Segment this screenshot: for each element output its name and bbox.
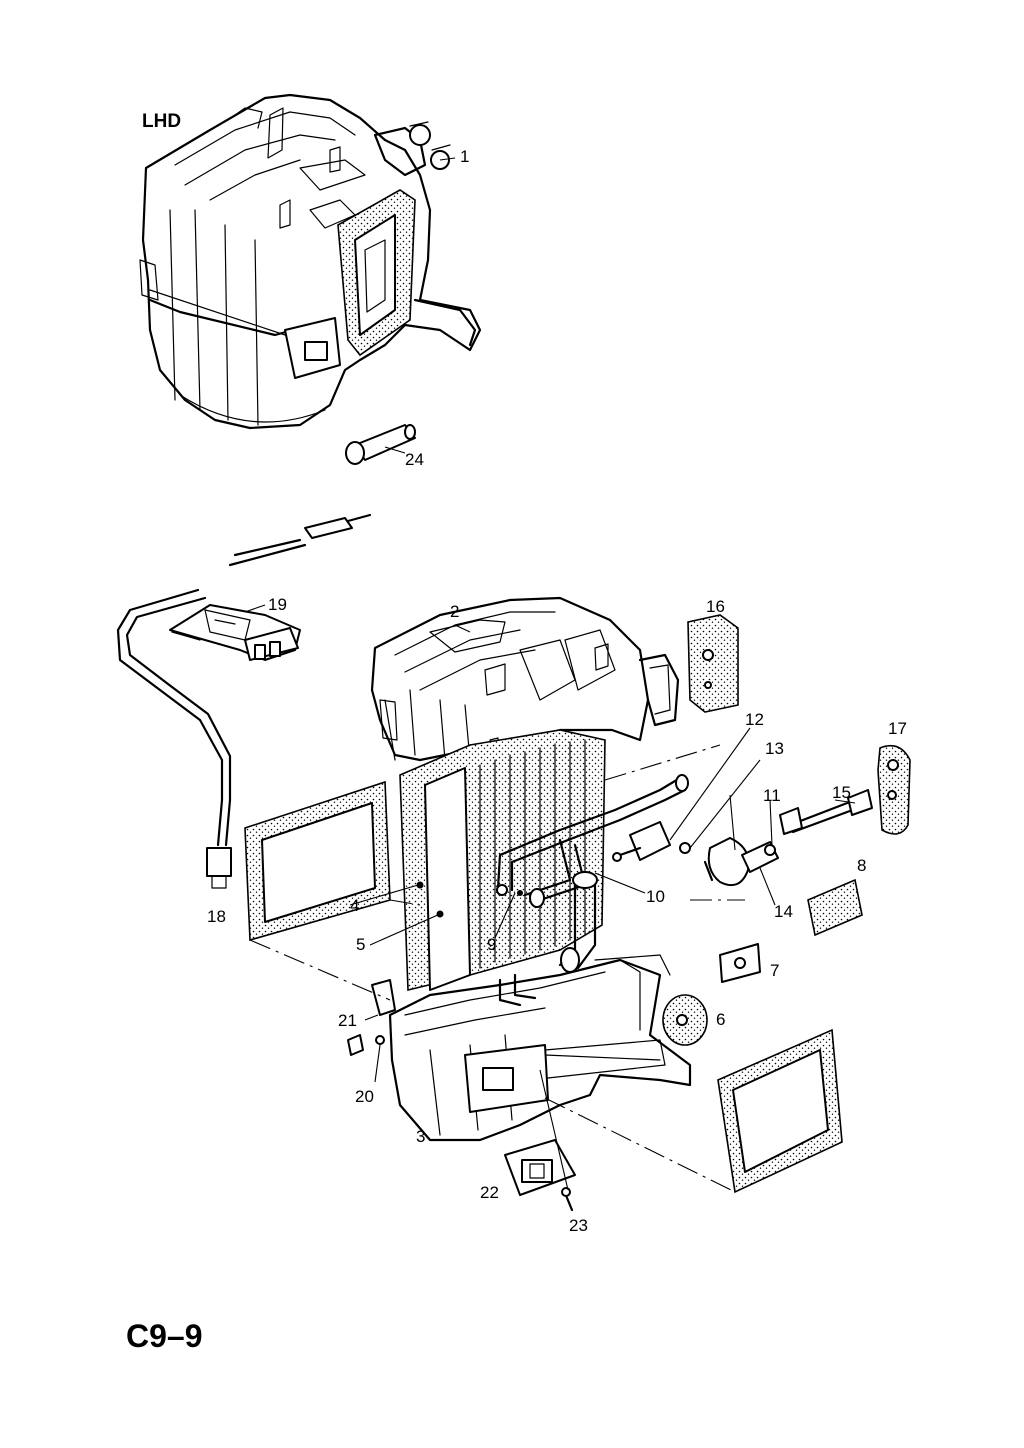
- part-24-drain-hose: [345, 424, 416, 465]
- part-4-5-cores: [399, 729, 606, 992]
- part-20-21-hardware: [347, 979, 396, 1056]
- callout-5: 5: [356, 935, 366, 954]
- part-11-14-15-fittings: [703, 789, 873, 886]
- left-filter-frame: [244, 780, 391, 942]
- callout-6: 6: [716, 1010, 726, 1029]
- variant-label-lhd: LHD: [142, 111, 182, 132]
- callout-19: 19: [268, 595, 287, 614]
- right-filter-frame: [717, 1028, 843, 1194]
- part-2-upper-housing: [370, 596, 680, 763]
- part-12-13-expansion-valve: [612, 821, 691, 862]
- part-22-23-blower-resistor: [504, 1139, 576, 1212]
- callout-10: 10: [646, 887, 665, 906]
- part-19-relay-bracket: [169, 604, 301, 661]
- temperature-sensor-cable: [116, 513, 372, 889]
- heater-assembly-lhd: [139, 93, 482, 430]
- refrigerant-pipes: [496, 774, 689, 1007]
- callout-18: 18: [207, 907, 226, 926]
- callout-4: 4: [350, 896, 360, 915]
- part-6-foam-disc: [662, 994, 708, 1046]
- part-8-foam-strip: [807, 878, 863, 937]
- callout-9: 9: [487, 935, 497, 954]
- callout-13: 13: [765, 739, 784, 758]
- callout-15: 15: [832, 783, 851, 802]
- callout-2: 2: [450, 602, 460, 621]
- callout-14: 14: [774, 902, 793, 921]
- assembly-alignment-lines: [249, 744, 745, 1193]
- part-3-lower-housing: [388, 954, 692, 1142]
- callout-1: 1: [460, 147, 470, 166]
- callout-7: 7: [770, 961, 780, 980]
- callout-21: 21: [338, 1011, 357, 1030]
- figure-code: C9–9: [126, 1318, 203, 1354]
- callout-3: 3: [416, 1127, 426, 1146]
- callout-24: 24: [405, 450, 424, 469]
- callout-11: 11: [763, 786, 781, 805]
- part-16-foam-block: [687, 614, 739, 713]
- callout-22: 22: [480, 1183, 499, 1202]
- callout-23: 23: [569, 1216, 588, 1235]
- callout-12: 12: [745, 710, 764, 729]
- callout-20: 20: [355, 1087, 374, 1106]
- callout-leader-lines: [244, 157, 856, 1191]
- part-7-clip: [719, 943, 761, 983]
- callout-16: 16: [706, 597, 725, 616]
- callout-8: 8: [857, 856, 867, 875]
- callout-17: 17: [888, 719, 907, 738]
- part-17-gasket: [877, 744, 911, 835]
